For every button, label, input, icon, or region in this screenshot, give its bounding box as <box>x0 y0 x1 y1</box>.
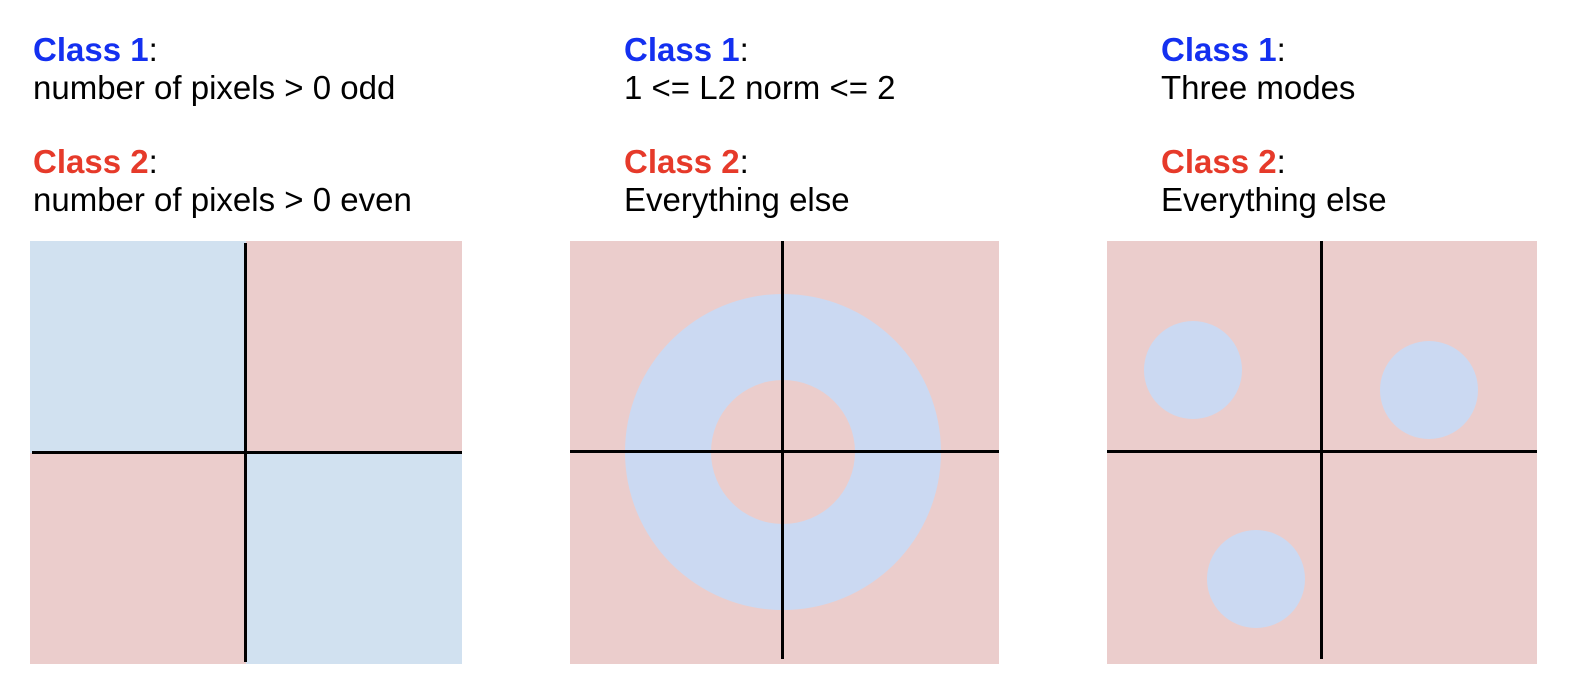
class-1-description: 1 <= L2 norm <= 2 <box>624 69 896 106</box>
class-1-label: Class 1 <box>33 31 149 68</box>
class-2-heading: Class 2: <box>33 143 412 181</box>
mode-upper-left-class-1 <box>1144 321 1242 419</box>
colon: : <box>739 143 749 180</box>
class-2-label: Class 2 <box>33 143 149 180</box>
class-1-heading: Class 1: <box>1161 31 1387 69</box>
class-1-heading: Class 1: <box>33 31 412 69</box>
class-2-description: Everything else <box>1161 181 1387 218</box>
checkerboard-figure <box>30 241 462 664</box>
mode-lower-left-class-1 <box>1207 530 1305 628</box>
colon: : <box>739 31 749 68</box>
class-2-heading: Class 2: <box>624 143 896 181</box>
class-2-label: Class 2 <box>624 143 740 180</box>
colon: : <box>1276 143 1286 180</box>
class-2-heading: Class 2: <box>1161 143 1387 181</box>
class-1-description: number of pixels > 0 odd <box>33 69 396 106</box>
annulus-figure <box>570 241 999 664</box>
three-modes-plot <box>1107 241 1537 664</box>
checkerboard-plot <box>30 241 462 664</box>
three-modes-figure <box>1107 241 1537 664</box>
mode-upper-right-class-1 <box>1380 341 1478 439</box>
colon: : <box>148 143 158 180</box>
colon: : <box>148 31 158 68</box>
quadrant-bottom-left-class-2 <box>30 453 246 664</box>
panel-1-caption: Class 1: number of pixels > 0 odd Class … <box>33 31 412 219</box>
panel-2-caption: Class 1: 1 <= L2 norm <= 2 Class 2: Ever… <box>624 31 896 219</box>
quadrant-top-left-class-1 <box>30 241 246 453</box>
class-2-description: Everything else <box>624 181 850 218</box>
annulus-plot <box>570 241 999 664</box>
panel-3-caption: Class 1: Three modes Class 2: Everything… <box>1161 31 1387 219</box>
class-1-label: Class 1 <box>1161 31 1277 68</box>
class-1-heading: Class 1: <box>624 31 896 69</box>
colon: : <box>1276 31 1286 68</box>
quadrant-top-right-class-2 <box>246 241 462 453</box>
class-2-description: number of pixels > 0 even <box>33 181 412 218</box>
spacer <box>1161 107 1387 143</box>
class-2-label: Class 2 <box>1161 143 1277 180</box>
spacer <box>33 107 412 143</box>
spacer <box>624 107 896 143</box>
class-1-label: Class 1 <box>624 31 740 68</box>
quadrant-bottom-right-class-1 <box>246 453 462 664</box>
class-1-description: Three modes <box>1161 69 1356 106</box>
